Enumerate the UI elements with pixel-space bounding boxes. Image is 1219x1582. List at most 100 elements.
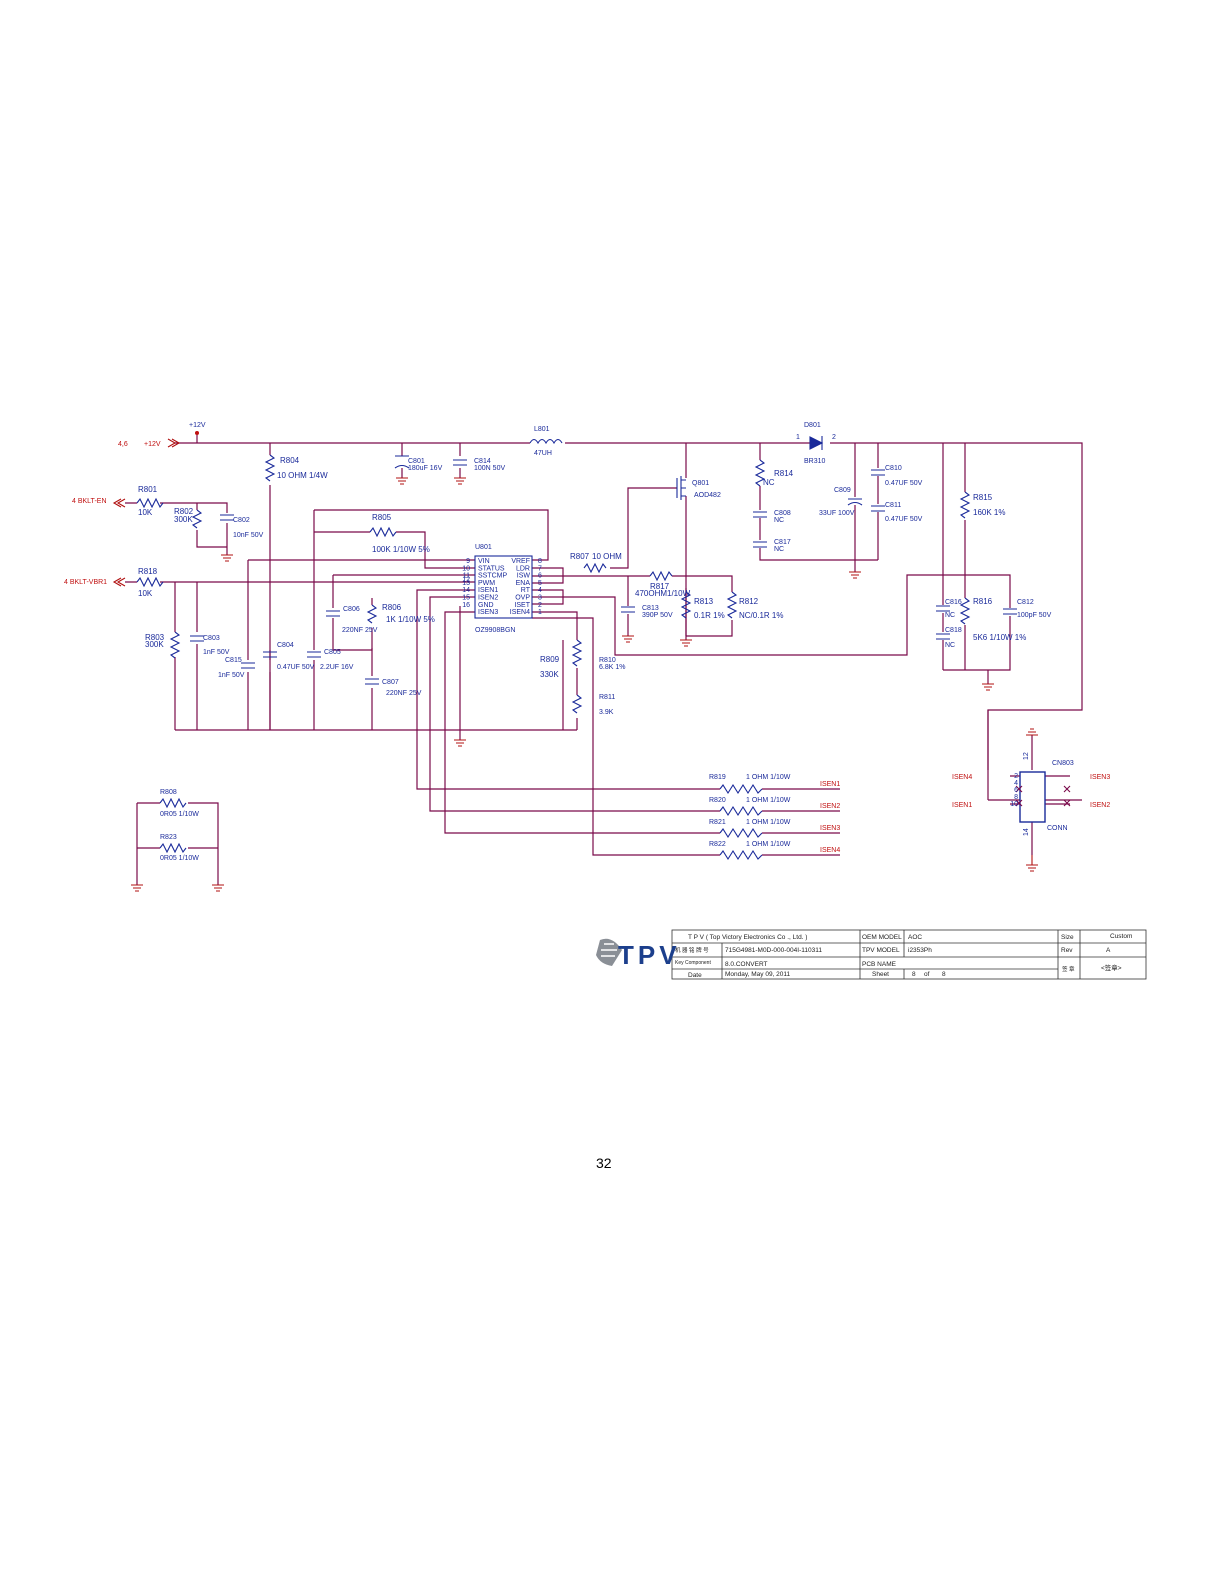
svg-text:1 OHM 1/10W: 1 OHM 1/10W [746, 841, 791, 848]
svg-text:R804: R804 [280, 456, 300, 465]
label-net-ref: 4,6 [118, 441, 128, 448]
u801-pin-num: 5 [538, 580, 542, 587]
svg-text:R815: R815 [973, 493, 993, 502]
svg-text:10 OHM: 10 OHM [592, 552, 622, 561]
svg-text:Monday, May 09, 2011: Monday, May 09, 2011 [725, 971, 791, 978]
svg-text:R820: R820 [709, 797, 726, 804]
nc-marks [1015, 785, 1071, 807]
resistor-r801 [136, 497, 164, 509]
capacitor-c806 [326, 610, 340, 617]
svg-text:ISEN1: ISEN1 [820, 781, 840, 788]
svg-text:Custom: Custom [1110, 933, 1132, 940]
resistor-r814 [754, 459, 766, 487]
u801-pin-name: ENA [516, 580, 531, 587]
capacitor-c804 [263, 651, 277, 658]
svg-text:1 OHM 1/10W: 1 OHM 1/10W [746, 797, 791, 804]
svg-text:1 OHM 1/10W: 1 OHM 1/10W [746, 819, 791, 826]
u801-pin-num: 12 [462, 576, 470, 583]
cn803-pin-num: 4 [1014, 780, 1018, 787]
svg-text:2: 2 [832, 434, 836, 441]
svg-text:R810: R810 [599, 657, 616, 664]
capacitor-c803 [190, 635, 204, 642]
svg-text:CONN: CONN [1047, 825, 1068, 832]
u801-pin-name: GND [478, 602, 494, 609]
svg-text:R806: R806 [382, 603, 402, 612]
resistor-r822 [719, 849, 763, 861]
svg-text:AOD482: AOD482 [694, 492, 721, 499]
capacitor-c814 [453, 459, 467, 466]
u801-pin-name: ISET [514, 602, 530, 609]
capacitor-c817 [753, 541, 767, 548]
svg-text:1nF 50V: 1nF 50V [218, 672, 245, 679]
capacitor-c818 [936, 633, 950, 640]
svg-text:10nF 50V: 10nF 50V [233, 532, 264, 539]
svg-text:OZ9908BGN: OZ9908BGN [475, 627, 515, 634]
label-net-bklt-en: 4 BKLT-EN [72, 498, 107, 505]
u801-pin-name: ISEN4 [510, 609, 530, 616]
svg-text:0.47UF 50V: 0.47UF 50V [885, 480, 923, 487]
svg-text:10K: 10K [138, 508, 153, 517]
tpv-logo-text: TPV [618, 940, 681, 970]
svg-text:L801: L801 [534, 426, 550, 433]
svg-text:10 OHM 1/4W: 10 OHM 1/4W [277, 471, 328, 480]
ground-c801 [396, 477, 408, 485]
svg-text:<签章>: <签章> [1101, 963, 1122, 972]
svg-text:R811: R811 [599, 694, 615, 701]
u801-pin-name: LDR [516, 565, 530, 572]
u801-pin-name: ISEN3 [478, 609, 498, 616]
svg-text:180uF 16V: 180uF 16V [408, 465, 443, 472]
svg-text:R819: R819 [709, 774, 726, 781]
resistor-r809 [571, 639, 583, 667]
svg-text:TPV MODEL: TPV MODEL [862, 947, 900, 954]
svg-text:ISEN3: ISEN3 [1090, 774, 1110, 781]
svg-text:330K: 330K [540, 670, 559, 679]
svg-text:i2353Ph: i2353Ph [908, 947, 932, 954]
svg-text:R809: R809 [540, 655, 560, 664]
svg-text:C802: C802 [233, 517, 250, 524]
svg-text:8.0.CONVERT: 8.0.CONVERT [725, 961, 768, 968]
svg-text:R812: R812 [739, 597, 759, 606]
svg-text:Key Component: Key Component [675, 960, 711, 966]
capacitor-c811 [871, 505, 885, 512]
resistor-r817 [649, 570, 673, 582]
svg-text:6.8K 1%: 6.8K 1% [599, 664, 625, 671]
svg-text:ISEN4: ISEN4 [952, 774, 972, 781]
svg-text:C806: C806 [343, 606, 360, 613]
ground-c813 [622, 635, 634, 643]
resistor-r808 [159, 797, 187, 809]
ground-c814 [454, 477, 466, 485]
svg-text:100K 1/10W 5%: 100K 1/10W 5% [372, 545, 430, 554]
u801-pin-num: 8 [538, 558, 542, 565]
cn803-pin-num: 2 [1014, 773, 1018, 780]
capacitor-c808 [753, 511, 767, 518]
label-net-12v: +12V [144, 441, 161, 448]
u801-pin-num: 3 [538, 595, 542, 602]
svg-text:Size: Size [1061, 934, 1074, 941]
svg-text:R813: R813 [694, 597, 714, 606]
svg-text:Rev: Rev [1061, 947, 1073, 954]
svg-text:220NF 25V: 220NF 25V [386, 690, 422, 697]
svg-text:R818: R818 [138, 567, 158, 576]
svg-text:C803: C803 [203, 635, 220, 642]
svg-text:470OHM1/10W: 470OHM1/10W [635, 589, 691, 598]
svg-text:C807: C807 [382, 679, 399, 686]
svg-text:R808: R808 [160, 789, 177, 796]
svg-text:AOC: AOC [908, 934, 922, 941]
resistor-r815 [959, 491, 971, 519]
svg-text:C810: C810 [885, 465, 902, 472]
svg-text:0R05 1/10W: 0R05 1/10W [160, 811, 199, 818]
svg-text:R817: R817 [650, 582, 670, 591]
capacitor-c810 [871, 469, 885, 476]
ground-cn803-bottom [1026, 855, 1038, 872]
svg-text:C815: C815 [225, 657, 242, 664]
capacitor-c813 [621, 606, 635, 613]
ground-c802 [221, 554, 233, 562]
svg-text:Sheet: Sheet [872, 971, 889, 978]
svg-text:ISEN4: ISEN4 [820, 847, 840, 854]
resistor-r813 [680, 591, 692, 619]
svg-text:ISEN1: ISEN1 [952, 802, 972, 809]
u801-pin-num: 13 [462, 580, 470, 587]
svg-text:100N 50V: 100N 50V [474, 465, 505, 472]
svg-text:机 器 铭 牌 号: 机 器 铭 牌 号 [675, 946, 709, 954]
